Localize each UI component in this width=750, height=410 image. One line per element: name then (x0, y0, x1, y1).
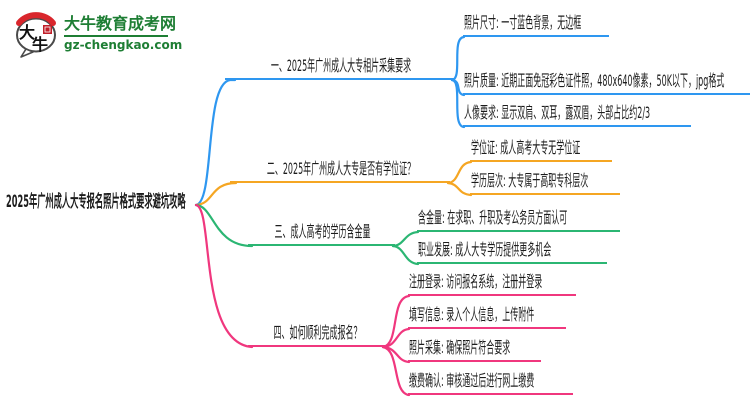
branch1-child-photo-size-label: 照片尺寸: 一寸蓝色背景，无边框 (464, 13, 582, 33)
branch4-label: 四、如何顺利完成报名？ (273, 323, 362, 343)
branch3-label: 三、成人高考的学历含金量 (274, 222, 371, 242)
branch3-child1-curve (391, 230, 420, 248)
branch1-curve (194, 78, 237, 207)
branch1-child3-curve (450, 78, 466, 129)
root-topic-node[interactable]: 2025年广州成人大专报名照片格式要求避坑攻略 (5, 188, 210, 214)
branch1-label: 一、2025年广州成人大专相片采集要求 (270, 56, 412, 76)
logo-text-block: 大牛教育成考网 gz-chengkao.com (64, 14, 182, 52)
branch4-child-fill-info-label: 填写信息: 录入个人信息，上传附件 (409, 305, 535, 325)
branch4-node[interactable]: 四、如何顺利完成报名？ (248, 321, 385, 347)
branch1-node[interactable]: 一、2025年广州成人大专相片采集要求 (225, 54, 455, 80)
branch2-node[interactable]: 二、2025年广州成人大专是否有学位证？ (230, 157, 450, 183)
branch3-curve (194, 203, 254, 248)
svg-text:牛: 牛 (32, 35, 48, 54)
logo-bubble-icon: 大 牛 (16, 12, 56, 58)
branch4-child-register[interactable]: 注册登录: 访问报名系统，注册并登录 (408, 272, 576, 296)
branch4-curve (194, 203, 254, 349)
branch2-child-edu-level-label: 学历层次: 大专属于高职专科层次 (471, 171, 589, 191)
branch4-child-photo-capture-label: 照片采集: 确保照片符合要求 (409, 338, 511, 358)
site-logo: 大 牛 大牛教育成考网 gz-chengkao.com (12, 8, 182, 58)
branch3-node[interactable]: 三、成人高考的学历含金量 (248, 220, 395, 246)
branch3-child-career[interactable]: 职业发展: 成人大专学历提供更多机会 (417, 240, 607, 264)
branch2-child-edu-level[interactable]: 学历层次: 大专属于高职专科层次 (470, 171, 620, 195)
branch1-child-portrait-req-label: 人像要求: 显示双肩、双耳，露双眉，头部占比约2/3 (464, 103, 651, 123)
branch2-curve (194, 181, 238, 207)
branch4-child-payment-label: 缴费确认: 审核通过后进行网上缴费 (409, 371, 535, 391)
branch1-child-portrait-req[interactable]: 人像要求: 显示双肩、双耳，露双眉，头部占比约2/3 (463, 103, 691, 127)
branch4-child2-curve (381, 327, 411, 349)
branch4-child-register-label: 注册登录: 访问报名系统，注册并登录 (409, 272, 543, 292)
branch2-child-degree-cert[interactable]: 学位证: 成人高考大专无学位证 (470, 138, 612, 162)
branch3-child2-curve (391, 244, 420, 266)
logo-divider (64, 35, 168, 37)
branch1-child-photo-size[interactable]: 照片尺寸: 一寸蓝色背景，无边框 (463, 13, 609, 37)
branch4-child1-curve (381, 294, 411, 349)
branch2-label: 二、2025年广州成人大专是否有学位证？ (266, 159, 416, 179)
branch3-child-value[interactable]: 含金量: 在求职、升职及考公务员方面认可 (417, 208, 620, 232)
brand-name: 大牛教育成考网 (64, 14, 177, 33)
branch1-child-photo-quality[interactable]: 照片质量: 近期正面免冠彩色证件照，480x640像素，50K以下，jpg格式 (463, 44, 750, 95)
branch4-child-photo-capture[interactable]: 照片采集: 确保照片符合要求 (408, 338, 541, 362)
branch2-child1-curve (446, 160, 473, 185)
branch4-child-fill-info[interactable]: 填写信息: 录入个人信息，上传附件 (408, 305, 566, 329)
branch4-child4-curve (381, 345, 411, 397)
branch3-child-value-label: 含金量: 在求职、升职及考公务员方面认可 (418, 208, 568, 228)
branch2-child-degree-cert-label: 学位证: 成人高考大专无学位证 (471, 138, 581, 158)
root-topic-label: 2025年广州成人大专报名照片格式要求避坑攻略 (6, 191, 186, 212)
branch4-child-payment[interactable]: 缴费确认: 审核通过后进行网上缴费 (408, 371, 573, 395)
branch3-child-career-label: 职业发展: 成人大专学历提供更多机会 (418, 240, 552, 260)
branch1-child-photo-quality-label: 照片质量: 近期正面免冠彩色证件照，480x640像素，50K以下，jpg格式 (464, 71, 725, 91)
brand-domain: gz-chengkao.com (64, 38, 183, 52)
branch2-child2-curve (446, 181, 473, 197)
svg-text:大: 大 (19, 23, 35, 42)
